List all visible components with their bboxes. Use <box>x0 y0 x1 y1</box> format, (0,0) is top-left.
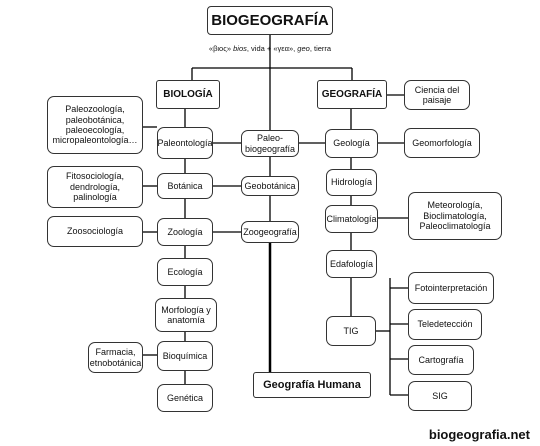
node-tig: TIG <box>326 316 376 346</box>
etymology-subtitle: «βιος» bios, vida + «γεα», geo, tierra <box>150 44 390 53</box>
node-ecologia: Ecología <box>157 258 213 286</box>
side-paisaje: Ciencia del paisaje <box>404 80 470 110</box>
side-zoologia: Zoosociología <box>47 216 143 247</box>
node-geologia: Geología <box>325 129 378 158</box>
node-hidrologia: Hidrología <box>326 169 377 196</box>
side-botanica: Fitosociología, dendrología, palinología <box>47 166 143 208</box>
header-biologia: BIOLOGÍA <box>156 80 220 109</box>
tig-sig: SIG <box>408 381 472 411</box>
node-zoogeografia: Zoogeografía <box>241 221 299 243</box>
side-geomorfologia: Geomorfología <box>404 128 480 158</box>
node-geobotanica: Geobotánica <box>241 176 299 196</box>
etymology-part: , vida + «γεα», <box>246 44 298 53</box>
node-geografia-humana: Geografía Humana <box>253 372 371 398</box>
side-clima: Meteorología, Bioclimatología, Paleoclim… <box>408 192 502 240</box>
side-bioquimica: Farmacia, etnobotánica <box>88 342 143 373</box>
node-botanica: Botánica <box>157 173 213 199</box>
node-edafologia: Edafología <box>326 250 377 278</box>
node-zoologia: Zoología <box>157 218 213 246</box>
node-bioquimica: Bioquímica <box>157 341 213 371</box>
etymology-part: «βιος» <box>208 44 234 53</box>
tig-cartografia: Cartografía <box>408 345 474 375</box>
node-paleobiogeografia: Paleo- biogeografía <box>241 130 299 157</box>
side-paleo: Paleozoología, paleobotánica, paleoecolo… <box>47 96 143 154</box>
node-paleontologia: Paleontología <box>157 127 213 159</box>
node-climatologia: Climatología <box>325 205 378 233</box>
site-watermark: biogeografia.net <box>428 427 530 442</box>
etymology-geo: geo <box>297 44 310 53</box>
header-geografia: GEOGRAFÍA <box>317 80 387 109</box>
etymology-part: , tierra <box>309 44 332 53</box>
diagram-title: BIOGEOGRAFÍA <box>207 6 333 35</box>
tig-fotointerpretacion: Fotointerpretación <box>408 272 494 304</box>
tig-teledeteccion: Teledetección <box>408 309 482 340</box>
node-genetica: Genética <box>157 384 213 412</box>
etymology-bios: bios <box>233 44 247 53</box>
node-morfologia: Morfología y anatomía <box>155 298 217 332</box>
